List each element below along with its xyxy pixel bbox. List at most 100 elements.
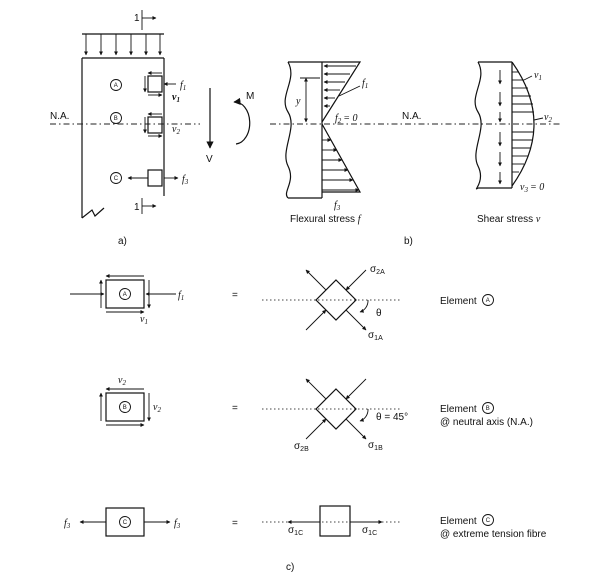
v2-leader [533,117,544,121]
row-a-theta: θ [376,308,382,319]
row-b-sigma1-arrow-ll [305,418,327,440]
v1-leader [523,75,533,81]
row-b-sigma1: σ1B [368,440,383,452]
row-b-element-square [105,392,145,422]
flexural-caption: Flexural stress f [290,214,362,225]
moment-arrow [233,97,251,145]
row-a-sigma1: σ1A [368,330,383,342]
label-v2: v2 [172,124,180,136]
panel-a: 1 1 A f1 v1 N.A. [50,10,254,247]
row-b-label: Element [440,404,477,415]
tension-triangle [321,123,362,193]
shear-caption: Shear stress v [477,214,541,225]
label-moment: M [246,91,254,102]
label-b-v1: v1 [534,70,542,82]
row-b-sublabel: @ neutral axis (N.A.) [440,417,533,428]
row-a-element-marker [119,288,131,300]
element-a-square [147,75,163,93]
beam-break [81,207,105,219]
row-b-label-letter: B [486,406,490,412]
label-b-f3: f3 [334,200,341,212]
element-c-letter: C [114,176,119,182]
row-b-label-v-side: v2 [153,402,161,414]
compression-triangle [321,61,362,123]
na-label-a: N.A. [50,111,69,122]
row-c-label-letter: C [486,518,491,524]
label-b-f2: f2= 0 [335,113,358,125]
panel-c-row-b: B v2 v2 = σ2B σ1B θ = 45° Element B @ ne… [98,375,533,453]
na-label-b: N.A. [402,111,421,122]
row-a-label-v: v1 [140,314,148,326]
row-c-label-f-left: f3 [64,518,71,530]
row-b-label-marker [482,402,494,414]
f1-leader [338,85,361,97]
row-b-equals: = [232,403,238,414]
row-c-label-marker [482,514,494,526]
shear-parabola [511,61,535,187]
row-c-principal-element [319,505,351,537]
row-b-element-marker [119,401,131,413]
row-b-theta-arc [359,408,369,422]
label-shear: V [206,154,213,165]
row-a-theta-arc [359,299,369,313]
row-a-label-letter: A [486,298,490,304]
row-b-sigma2: σ2B [294,441,309,453]
row-b-theta: θ = 45° [376,412,408,423]
row-a-element-square [105,279,145,309]
row-a-sigma2: σ2A [370,264,385,276]
row-b-sigma1-arrow-lr [345,418,367,440]
shear-wavy-edge [474,61,482,190]
element-a-letter: A [114,83,118,89]
section-mark-bottom: 1 [134,202,140,213]
label-y: y [295,96,301,107]
panel-b-shear: v1 v2 v3= 0 Shear stress v [474,61,552,225]
shear-hatch [512,71,534,173]
row-a-equals: = [232,290,238,301]
label-b-v3: v3= 0 [520,182,544,194]
row-a-rotated-element [315,279,357,321]
row-c-label-f-right: f3 [174,518,181,530]
caption-c: c) [286,562,294,573]
row-a-label-marker [482,294,494,306]
row-a-sigma2-arrow-ur [345,269,367,291]
row-b-element-letter: B [123,405,127,411]
label-v1: v1 [172,92,180,104]
distributed-load-arrows [83,34,163,56]
element-c-square [147,169,163,187]
element-b-marker [110,112,122,124]
row-c-equals: = [232,518,238,529]
row-c-sublabel: @ extreme tension fibre [440,529,547,540]
row-b-label-v-top: v2 [118,375,126,387]
row-a-element-letter: A [123,292,127,298]
caption-a: a) [118,236,127,247]
label-f3: f3 [182,174,189,186]
row-b-rotated-element [315,388,357,430]
row-c-sigma-right: σ1C [362,525,377,537]
row-b-sigma2-arrow-ur [345,378,367,400]
label-f1: f1 [180,80,186,92]
panel-c-row-a: A f1 v1 = σ2A σ1A θ Element A [70,264,494,342]
row-c-sigma-left: σ1C [288,525,303,537]
panel-b-flexural: y f1 f2= 0 f3 Flexural stress f [284,61,368,225]
element-b-letter: B [114,116,118,122]
row-a-sigma1-arrow-ll [305,309,327,331]
row-a-label: Element [440,296,477,307]
panel-c-row-c: C f3 f3 = σ1C σ1C Element C @ extreme te… [64,505,547,540]
row-c-label: Element [440,516,477,527]
row-b-sigma2-arrow-ul [305,378,327,400]
label-b-v2: v2 [544,112,552,124]
element-c-marker [110,172,122,184]
compression-hatch [323,63,356,109]
row-a-label-f: f1 [178,290,184,302]
tension-hatch [322,137,360,193]
row-a-sigma1-arrow-lr [345,309,367,331]
row-c-element-letter: C [123,520,128,526]
element-a-marker [110,79,122,91]
section-mark-top: 1 [134,13,140,24]
label-b-f1: f1 [362,78,368,90]
caption-b: b) [404,236,413,247]
row-a-sigma2-arrow-ul [305,269,327,291]
element-b-square [147,116,163,134]
